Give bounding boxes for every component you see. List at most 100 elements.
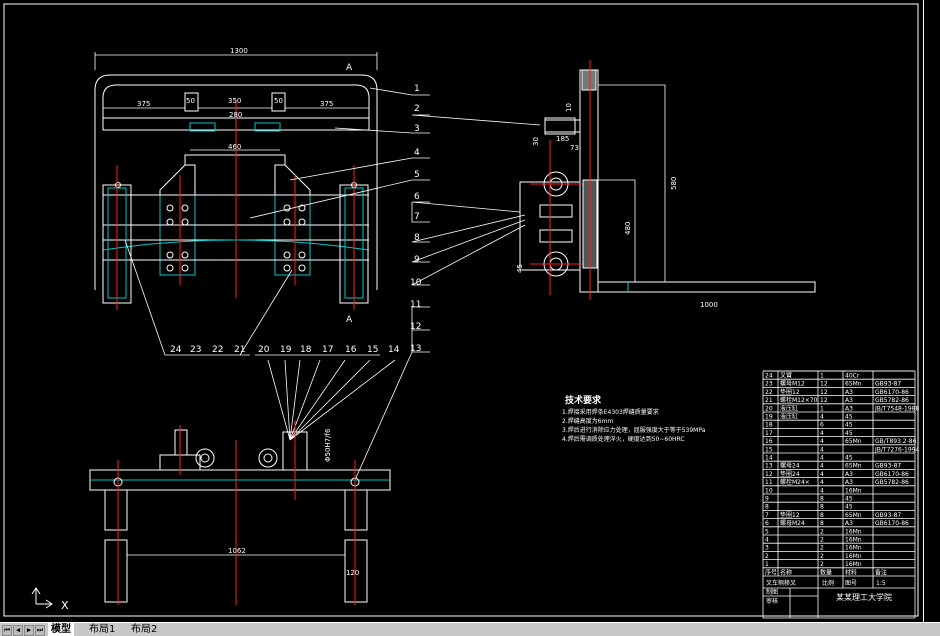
front-view-centerlines bbox=[117, 420, 356, 605]
parts-cell: 8 bbox=[820, 504, 824, 511]
svg-text:23: 23 bbox=[190, 345, 201, 355]
parts-cell: 16Mn bbox=[845, 537, 862, 544]
parts-cell: 垫圈12 bbox=[780, 511, 800, 519]
parts-cell: 8 bbox=[820, 520, 824, 527]
parts-cell: 21 bbox=[765, 397, 773, 404]
parts-cell: 4 bbox=[820, 479, 824, 486]
svg-text:22: 22 bbox=[212, 345, 223, 355]
drawing-border bbox=[3, 3, 919, 617]
parts-cell: A3 bbox=[845, 479, 853, 486]
next-tab-button[interactable]: ▶ bbox=[24, 625, 34, 636]
svg-text:2: 2 bbox=[414, 104, 420, 114]
parts-cell: 垫圈24 bbox=[780, 470, 800, 478]
title-block-sheet-label: 图号 bbox=[845, 580, 857, 587]
parts-cell: 垫圈12 bbox=[780, 388, 800, 396]
top-view[interactable] bbox=[94, 52, 378, 304]
svg-text:12: 12 bbox=[410, 322, 421, 332]
svg-text:6: 6 bbox=[414, 192, 420, 202]
side-dim-d: 45 bbox=[516, 264, 524, 273]
parts-cell: 65Mn bbox=[845, 463, 862, 470]
tab-layout1[interactable]: 布局1 bbox=[89, 624, 116, 635]
parts-cell: 8 bbox=[765, 504, 769, 511]
parts-cell: 23 bbox=[765, 381, 773, 388]
callout-numbers-bottom: 24 23 22 21 20 19 18 17 16 15 14 bbox=[170, 345, 400, 355]
parts-cell: 45 bbox=[845, 455, 853, 462]
parts-cell: 螺母24 bbox=[780, 462, 800, 470]
parts-cell: 65Mn bbox=[845, 512, 862, 519]
parts-cell: 4 bbox=[820, 438, 824, 445]
front-dim-foot: 120 bbox=[346, 569, 359, 577]
parts-cell: 12 bbox=[765, 471, 773, 478]
parts-cell: 12 bbox=[820, 397, 828, 404]
svg-text:21: 21 bbox=[234, 345, 245, 355]
parts-cell: GB6170-86 bbox=[875, 471, 909, 478]
last-tab-button[interactable]: ⏭ bbox=[35, 625, 45, 636]
prev-tab-button[interactable]: ◀ bbox=[13, 625, 23, 636]
parts-cell: 45 bbox=[845, 422, 853, 429]
parts-cell: GB/T893.2-86 bbox=[875, 438, 917, 445]
technical-requirements: 技术要求 1.焊接采用焊条E4303焊缝质量要求 2.焊缝高度为6mm 3.焊后… bbox=[562, 394, 706, 443]
callout-numbers-right: 1 2 3 4 5 6 7 8 9 10 11 12 13 bbox=[410, 84, 422, 354]
dim-left: 375 bbox=[137, 100, 150, 108]
parts-cell: 螺母M24 bbox=[780, 519, 805, 527]
parts-cell: 10 bbox=[765, 487, 773, 494]
vertical-scrollbar[interactable] bbox=[923, 0, 940, 622]
parts-cell: 1 bbox=[820, 373, 824, 380]
parts-cell: 螺栓M12×70 bbox=[780, 396, 818, 404]
parts-cell: 5 bbox=[765, 528, 769, 535]
tab-layout2[interactable]: 布局2 bbox=[131, 624, 158, 635]
ucs-icon bbox=[31, 587, 53, 609]
parts-cell: 1 bbox=[765, 561, 769, 568]
top-view-centerlines bbox=[116, 100, 355, 310]
svg-text:19: 19 bbox=[280, 345, 292, 355]
parts-cell: 4 bbox=[820, 463, 824, 470]
parts-cell: JB/T7276-1994 bbox=[874, 446, 919, 453]
dim-overall: 1300 bbox=[230, 47, 248, 55]
parts-cell: 4 bbox=[820, 455, 824, 462]
parts-cell: 13 bbox=[765, 463, 773, 470]
parts-cell: 16 bbox=[765, 438, 773, 445]
tab-model[interactable]: 模型 bbox=[48, 623, 74, 636]
svg-text:3: 3 bbox=[414, 124, 420, 134]
parts-cell: 19 bbox=[765, 414, 773, 421]
parts-cell: 4 bbox=[820, 414, 824, 421]
svg-text:4.焊后需调质处理淬火，硬度达到50~60HRC: 4.焊后需调质处理淬火，硬度达到50~60HRC bbox=[562, 435, 685, 443]
title-block-school: 某某理工大学院 bbox=[836, 592, 892, 602]
parts-cell: 16Mn bbox=[845, 545, 862, 552]
title-block-checked: 审核 bbox=[766, 597, 778, 605]
parts-cell: 7 bbox=[765, 512, 769, 519]
svg-text:7: 7 bbox=[414, 212, 420, 222]
dim-carriage: 460 bbox=[228, 143, 241, 151]
dim-inner: 280 bbox=[229, 111, 242, 119]
parts-header-cell: 名称 bbox=[780, 568, 792, 576]
svg-text:10: 10 bbox=[410, 278, 422, 288]
svg-text:14: 14 bbox=[388, 345, 400, 355]
front-view[interactable] bbox=[89, 429, 391, 603]
svg-text:8: 8 bbox=[414, 233, 420, 243]
parts-cell: 4 bbox=[820, 471, 824, 478]
cad-drawing[interactable]: 1300 375 50 350 50 375 280 460 A A 10 18… bbox=[0, 0, 940, 622]
ucs-x-label: X bbox=[61, 599, 69, 612]
parts-cell: 2 bbox=[765, 553, 769, 560]
title-block-scale: 1:5 bbox=[876, 580, 886, 587]
parts-cell: GB93-87 bbox=[875, 512, 901, 519]
side-dim-height: 580 bbox=[670, 177, 678, 190]
svg-text:1.焊接采用焊条E4303焊缝质量要求: 1.焊接采用焊条E4303焊缝质量要求 bbox=[562, 408, 659, 416]
side-dim-fork: 1000 bbox=[700, 301, 718, 309]
parts-cell: 液压缸 bbox=[780, 404, 798, 412]
dim-slot1: 50 bbox=[186, 97, 195, 105]
svg-text:18: 18 bbox=[300, 345, 312, 355]
first-tab-button[interactable]: ⏮ bbox=[2, 625, 12, 636]
side-view-centerlines bbox=[530, 60, 591, 300]
svg-text:13: 13 bbox=[410, 344, 421, 354]
svg-text:2.焊缝高度为6mm: 2.焊缝高度为6mm bbox=[562, 417, 613, 425]
parts-cell: 16Mn bbox=[845, 561, 862, 568]
parts-cell: 22 bbox=[765, 389, 773, 396]
parts-cell: 6 bbox=[765, 520, 769, 527]
parts-header-cell: 备注 bbox=[875, 568, 887, 576]
title-block-drawn: 制图 bbox=[766, 588, 778, 596]
parts-cell: 螺母M12 bbox=[780, 380, 805, 388]
parts-cell: 45 bbox=[845, 496, 853, 503]
parts-cell: JB/T7548-1988 bbox=[874, 405, 919, 412]
